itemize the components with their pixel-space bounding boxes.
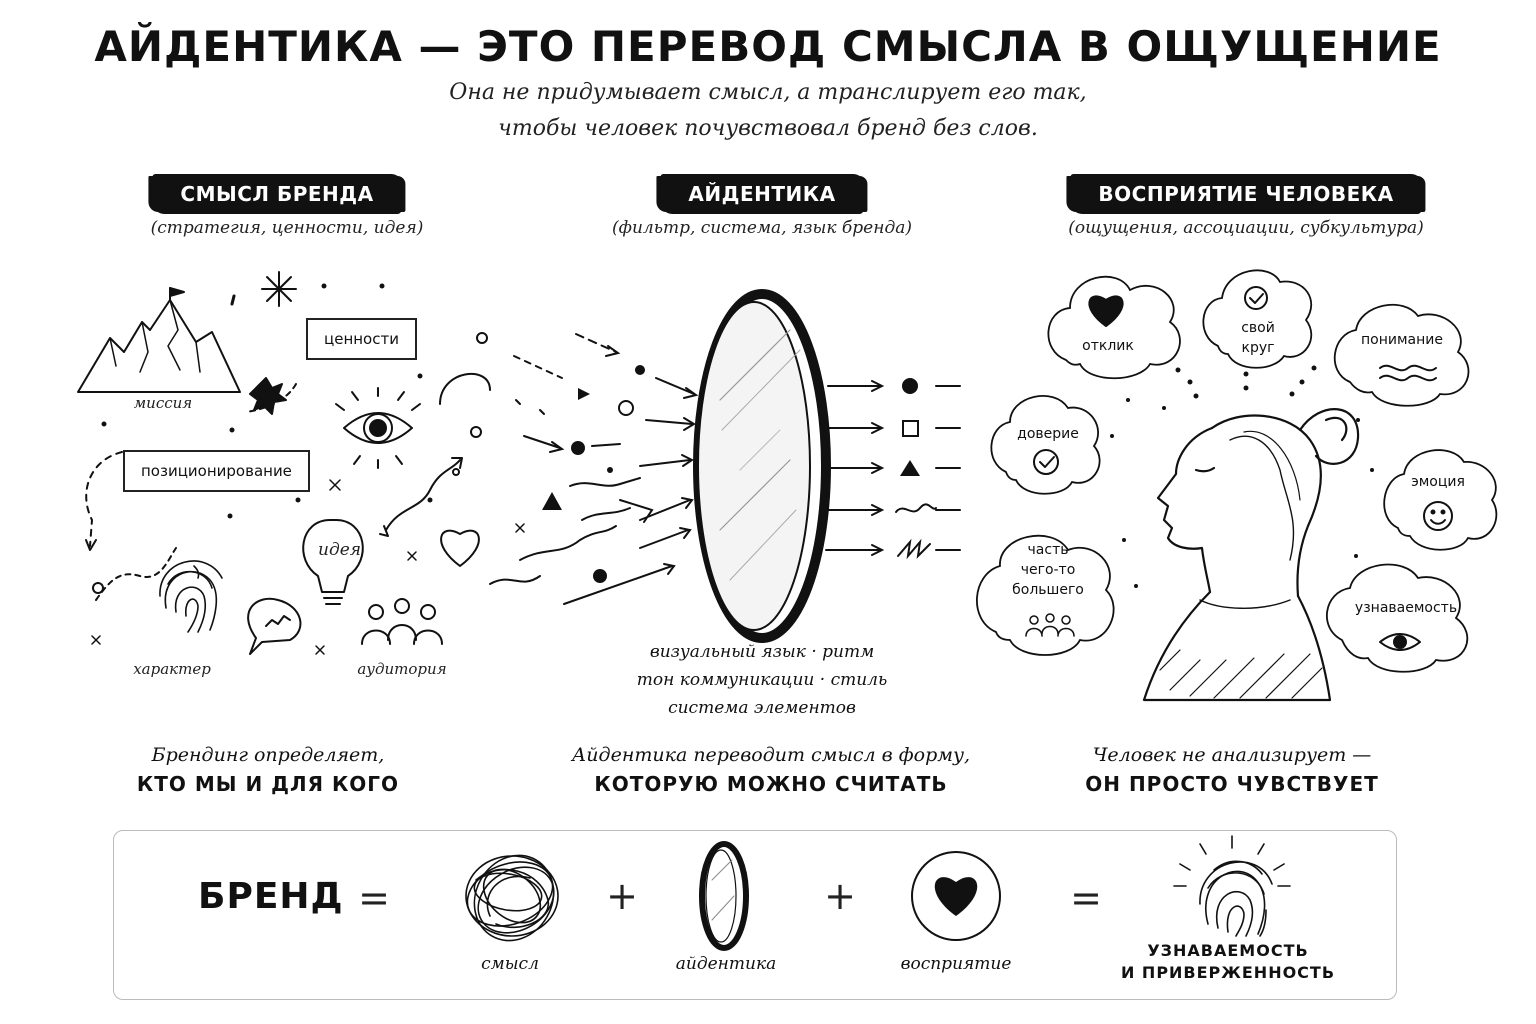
clock-icon (1244, 286, 1268, 310)
formula-plus-2: + (824, 874, 856, 918)
identity-caption: Айдентика переводит смысл в форму, КОТОР… (572, 744, 970, 796)
formula-result-line2: И ПРИВЕРЖЕННОСТЬ (1120, 963, 1336, 982)
wave-icon (1379, 364, 1437, 372)
heart-icon (1088, 295, 1124, 327)
bubble-part-of-bigger: часть чего-то большего (1012, 540, 1084, 600)
check-icon (1033, 449, 1059, 475)
lightbulb-icon (302, 519, 364, 605)
formula-perception-label: восприятие (900, 954, 1012, 974)
heart-circle-icon (911, 851, 1001, 941)
identity-column-title: АЙДЕНТИКА (660, 174, 864, 214)
incoming-arrows (489, 333, 699, 605)
mission-label: миссия (133, 394, 193, 412)
eye-icon (1379, 633, 1421, 651)
scribble-meaning-icon (465, 854, 559, 942)
mirror-lens-icon (693, 289, 831, 643)
heart-icon (440, 529, 480, 567)
identity-filter-description: визуальный язык · ритм тон коммуникации … (637, 638, 887, 722)
cloud-understanding (1333, 303, 1470, 407)
cloud-circle (1202, 269, 1313, 369)
cloud-part (976, 534, 1115, 656)
filter-line-1: визуальный язык · ритм (649, 642, 875, 662)
filter-line-3: система элементов (668, 698, 856, 718)
bubble-part-line2: чего-то (1020, 562, 1076, 578)
smile-icon (1423, 501, 1453, 531)
bubble-own-circle-line1: свой (1241, 320, 1275, 336)
triangle-symbol (900, 460, 920, 476)
cloud-recognition (1326, 563, 1469, 673)
perception-caption-line1: Человек не анализирует — (1092, 744, 1372, 766)
bubble-own-circle-line2: круг (1241, 340, 1275, 356)
sparkle-icon (261, 271, 297, 307)
meaning-column-title: СМЫСЛ БРЕНДА (152, 174, 402, 214)
bubble-understanding: понимание (1361, 332, 1443, 348)
perception-column-title: ВОСПРИЯТИЕ ЧЕЛОВЕКА (1070, 174, 1422, 214)
positioning-box: позиционирование (123, 450, 310, 492)
identity-caption-line2: КОТОРУЮ МОЖНО СЧИТАТЬ (594, 772, 948, 796)
formula-meaning-label: смысл (481, 954, 539, 974)
bubble-own-circle: свой круг (1241, 318, 1275, 358)
heart-icon (934, 877, 978, 916)
formula-result-line1: УЗНАВАЕМОСТЬ (1147, 941, 1309, 960)
people-icon (361, 598, 443, 645)
character-label: характер (133, 660, 211, 678)
speech-bubble-icon (247, 597, 302, 655)
eye-icon (335, 387, 421, 469)
cloud-response (1047, 275, 1181, 380)
values-box: ценности (306, 318, 417, 360)
formula-equals-2: = (1070, 876, 1102, 920)
bubble-trust: доверие (1017, 426, 1079, 442)
fingerprint-icon (159, 560, 223, 633)
bubble-emotion: эмоция (1411, 474, 1465, 490)
meaning-column-subtitle: (стратегия, ценности, идея) (150, 218, 424, 238)
people-icon (1025, 613, 1075, 637)
bubble-part-line1: часть (1027, 542, 1069, 558)
meaning-caption-line2: КТО МЫ И ДЛЯ КОГО (136, 772, 400, 796)
page-subtitle-line1: Она не придумывает смысл, а транслирует … (449, 80, 1087, 105)
perception-caption: Человек не анализирует — ОН ПРОСТО ЧУВСТ… (1085, 744, 1379, 796)
fingerprint-icon (1173, 835, 1291, 937)
filter-line-2: тон коммуникации · стиль (636, 670, 888, 690)
perception-caption-line2: ОН ПРОСТО ЧУВСТВУЕТ (1085, 772, 1379, 796)
formula-plus-1: + (606, 874, 638, 918)
formula-brand: БРЕНД (198, 876, 344, 917)
bubble-part-line3: большего (1012, 582, 1084, 598)
dot-symbol (902, 378, 918, 394)
perception-column-subtitle: (ощущения, ассоциации, субкультура) (1068, 218, 1424, 238)
page-title: АЙДЕНТИКА — ЭТО ПЕРЕВОД СМЫСЛА В ОЩУЩЕНИ… (94, 22, 1442, 71)
audience-label: аудитория (357, 660, 447, 678)
brand-formula-panel (113, 830, 1397, 1000)
formula-identity-label: айдентика (675, 954, 777, 974)
woman-profile-icon (1142, 408, 1360, 702)
bubble-recognition: узнаваемость (1354, 600, 1458, 616)
mirror-lens-icon (699, 841, 749, 951)
bubble-response: отклик (1082, 338, 1134, 354)
identity-column-subtitle: (фильтр, система, язык бренда) (612, 218, 912, 238)
cloud-trust (990, 395, 1101, 495)
star-icon (249, 377, 287, 415)
idea-label: идея (318, 540, 362, 560)
meaning-caption-line1: Брендинг определяет, (151, 744, 385, 766)
cloud-emotion (1383, 449, 1498, 551)
mountain-flag-icon (77, 287, 241, 393)
formula-result: УЗНАВАЕМОСТЬ И ПРИВЕРЖЕННОСТЬ (1121, 940, 1335, 984)
page-subtitle-line2: чтобы человек почувствовал бренд без сло… (498, 116, 1038, 141)
outgoing-arrows (825, 380, 961, 556)
formula-equals-1: = (358, 876, 390, 920)
identity-caption-line1: Айдентика переводит смысл в форму, (571, 744, 971, 766)
meaning-caption: Брендинг определяет, КТО МЫ И ДЛЯ КОГО (137, 744, 399, 796)
